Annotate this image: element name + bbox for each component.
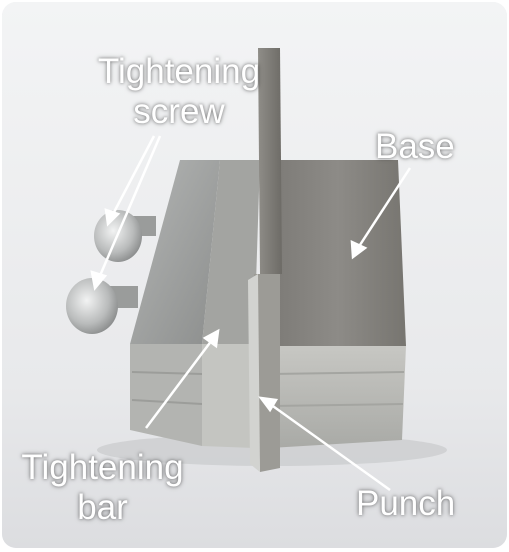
label-tightening-bar-line1: Tightening — [21, 448, 184, 487]
label-tightening-screw-line2: screw — [133, 92, 225, 131]
label-tightening-bar: Tightening bar — [20, 448, 185, 528]
label-tightening-screw: Tightening screw — [94, 52, 264, 132]
tightening-bar-shape — [202, 160, 260, 448]
left-block — [130, 160, 220, 446]
label-base: Base — [375, 127, 455, 166]
label-tightening-bar-line2: bar — [77, 488, 128, 527]
annotation-arrows — [90, 135, 412, 492]
screw-lower — [66, 278, 138, 334]
label-tightening-screw-line1: Tightening — [97, 52, 261, 91]
punch-plate — [248, 48, 282, 472]
base-block — [270, 160, 406, 448]
label-punch: Punch — [356, 484, 456, 523]
